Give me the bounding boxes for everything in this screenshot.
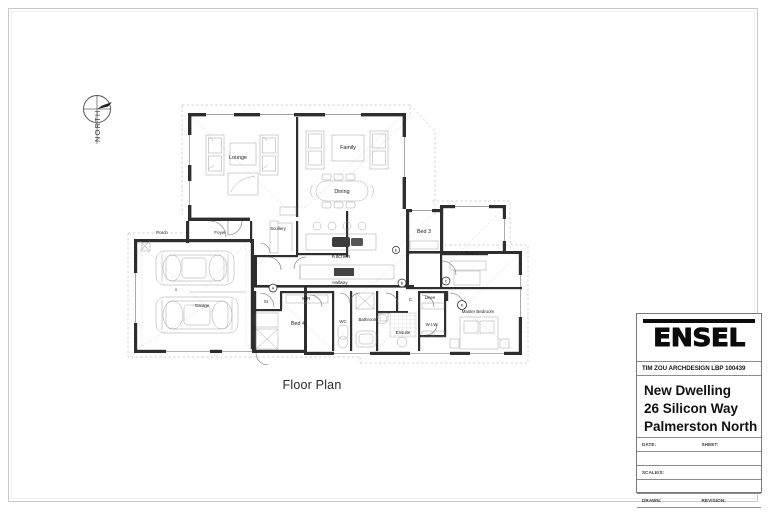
room-label-closet: C. xyxy=(409,297,413,302)
room-label-family: Family xyxy=(340,145,356,151)
room-label-dining: Dining xyxy=(334,189,349,195)
room-label-porch: Porch xyxy=(156,230,168,235)
project-line-3: Palmerston North xyxy=(644,419,758,434)
field-value-scales-row xyxy=(637,480,761,494)
project-line-1: New Dwelling xyxy=(644,383,732,398)
room-label-lounge: Lounge xyxy=(229,155,247,161)
wet-area-fixtures xyxy=(255,292,445,350)
svg-text:E: E xyxy=(395,248,398,252)
porch-detail xyxy=(139,240,151,252)
bedroom-furniture xyxy=(409,240,510,350)
project-title: New Dwelling 26 Silicon Way Palmerston N… xyxy=(637,376,761,438)
firm-logo: ENSEL xyxy=(637,314,761,362)
sheet-border xyxy=(8,8,758,502)
roof-hip-lines xyxy=(133,112,523,360)
room-label-ensuite: Ensuite xyxy=(396,330,411,335)
room-label-wiw: W.I.W. xyxy=(426,322,439,327)
room-label-master: Master Bedroom xyxy=(462,309,495,314)
windows xyxy=(133,112,523,356)
setback-lines xyxy=(127,104,529,364)
section-markers: A B C D E xyxy=(268,246,467,310)
field-label-revision: REVISION: xyxy=(701,498,726,503)
field-row-date: DATE: SHEET: xyxy=(637,438,761,452)
family-furniture xyxy=(305,130,389,170)
svg-text:A: A xyxy=(272,286,275,290)
field-row-scales: SCALE/S: xyxy=(637,466,761,480)
room-labels: Lounge Family Dining Kitchen Porch Foyer… xyxy=(156,145,494,335)
field-label-date: DATE: xyxy=(642,442,657,447)
room-label-bed4: Bed 4 xyxy=(291,321,305,327)
room-label-hallway: Hallway xyxy=(332,280,348,285)
field-value-date-row xyxy=(637,452,761,466)
room-label-foyer: Foyer xyxy=(214,230,226,235)
title-block: ENSEL TIM ZOU ARCHDESIGN LBP 100439 New … xyxy=(636,313,762,508)
logo-text: ENSEL xyxy=(653,323,746,352)
room-label-wc: WC xyxy=(339,319,346,324)
svg-text:D: D xyxy=(461,304,464,308)
plan-caption: Floor Plan xyxy=(282,378,342,392)
kitchen-fixtures xyxy=(299,221,395,280)
lounge-furniture xyxy=(205,134,279,196)
floor-plan-svg: .wall { fill:#2e2e2e; } .wl { stroke:#2e… xyxy=(127,104,529,366)
field-label-drawn: DRAWN: xyxy=(642,498,662,503)
logo-rule xyxy=(643,319,755,323)
room-label-kitchen: Kitchen xyxy=(332,254,350,260)
scullery-fixtures xyxy=(269,206,297,254)
field-label-scales: SCALE/S: xyxy=(642,470,665,475)
room-label-bathroom: Bathroom xyxy=(358,317,377,322)
room-label-garage: Garage xyxy=(195,303,210,308)
garage-cars: X xyxy=(141,245,247,347)
room-label-wir: WIR xyxy=(302,296,311,301)
svg-text:X: X xyxy=(175,288,178,292)
north-arrow-icon: NORTH xyxy=(78,92,124,162)
floor-plan-drawing: .wall { fill:#2e2e2e; } .wl { stroke:#2e… xyxy=(110,95,550,375)
room-label-bed2: Bed 2 xyxy=(465,251,479,257)
field-row-drawn: DRAWN: REVISION: xyxy=(637,494,761,508)
room-label-linen: Linen xyxy=(425,295,436,300)
project-line-2: 26 Silicon Way xyxy=(644,401,739,416)
room-label-store: St xyxy=(264,299,269,304)
svg-text:B: B xyxy=(401,281,404,285)
room-label-scullery: Scullery xyxy=(270,226,286,231)
field-value-drawn-row xyxy=(637,508,761,512)
dining-table xyxy=(310,173,374,209)
room-label-bed3: Bed 3 xyxy=(417,229,431,235)
compass-label: NORTH xyxy=(93,109,102,142)
svg-text:C: C xyxy=(445,279,448,283)
firm-credentials: TIM ZOU ARCHDESIGN LBP 100439 xyxy=(637,362,761,376)
field-label-sheet: SHEET: xyxy=(701,442,719,447)
